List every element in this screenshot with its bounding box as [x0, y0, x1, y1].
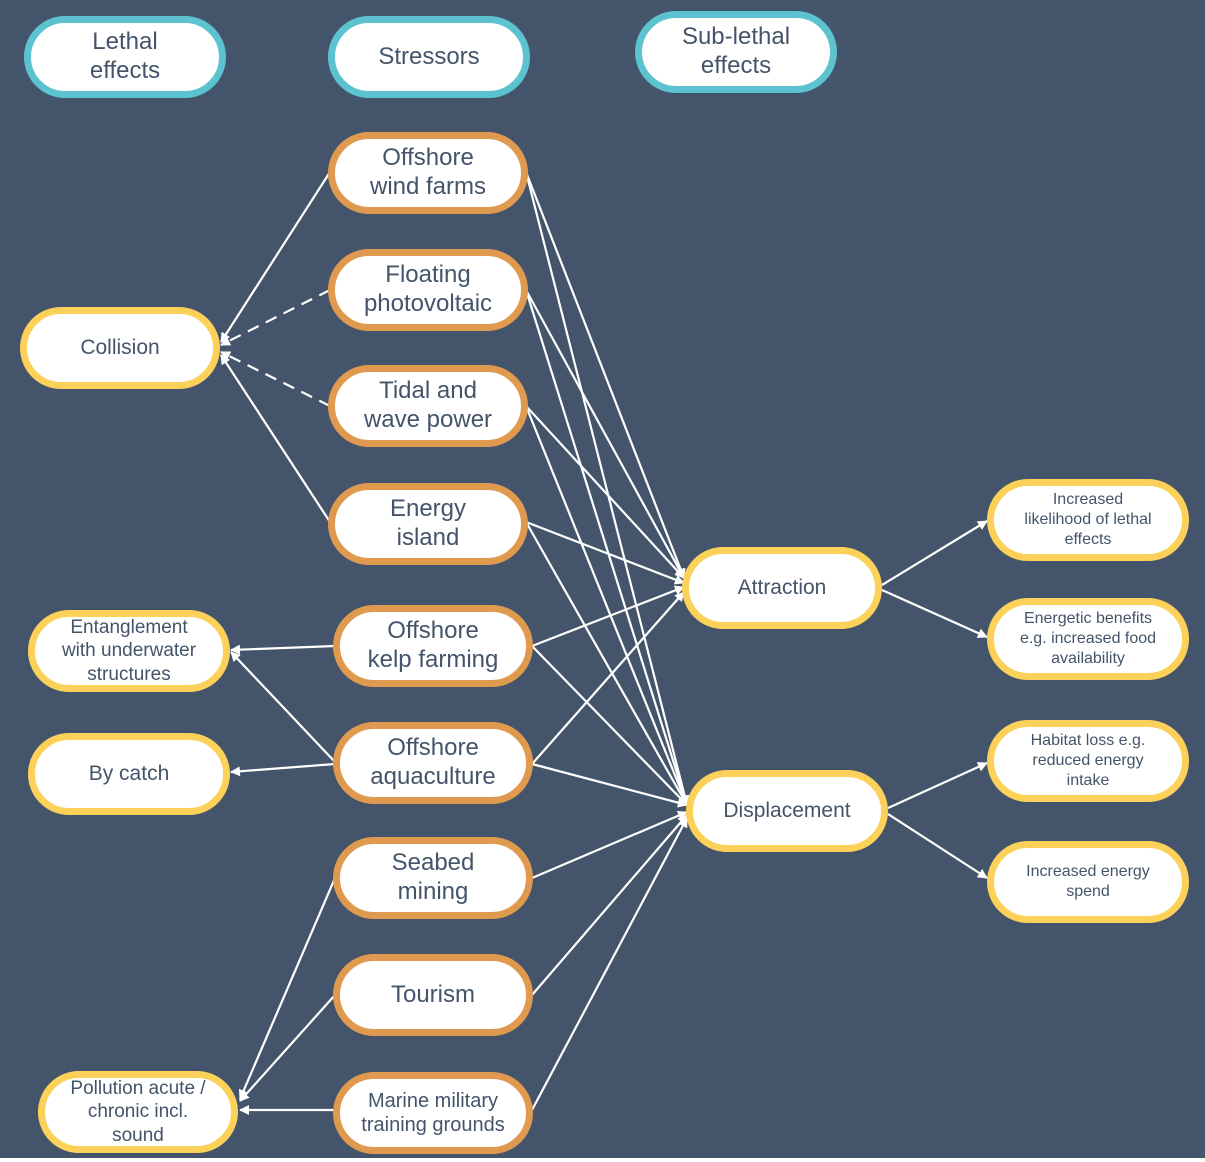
edge-aqua-displacement	[531, 762, 688, 808]
edge-wind-collision	[220, 171, 331, 343]
lethal-pollution-label: Pollution acute /chronic incl.sound	[70, 1078, 206, 1146]
edge-pv-collision	[220, 289, 331, 346]
header-stressors-label: Stressors	[378, 42, 480, 70]
edge-attraction-energetic-benefits	[881, 588, 988, 639]
lethal-pollution: Pollution acute /chronic incl.sound	[38, 1071, 238, 1153]
edge-island-collision	[220, 354, 331, 523]
lethal-bycatch: By catch	[28, 733, 230, 815]
header-stressors: Stressors	[328, 16, 530, 98]
edge-island-attraction	[525, 520, 685, 585]
edge-aqua-entanglement	[230, 651, 336, 763]
stressor-tourism: Tourism	[333, 954, 533, 1036]
edge-mining-displacement	[531, 810, 688, 880]
edge-tidal-attraction	[525, 405, 685, 579]
edge-wind-displacement	[524, 171, 690, 806]
edge-tourism-pollution	[239, 994, 336, 1102]
edge-kelp-entanglement	[230, 644, 336, 655]
lethal-bycatch-label: By catch	[88, 762, 170, 786]
edge-tidal-collision	[220, 351, 331, 407]
sublethal-displacement-label: Displacement	[723, 799, 851, 823]
sublethal-attraction: Attraction	[682, 547, 882, 629]
edge-kelp-displacement	[531, 645, 688, 806]
edge-attraction-lethal-likelihood	[881, 520, 988, 586]
edge-displacement-habitat-loss	[887, 761, 988, 810]
edge-mining-pollution	[238, 877, 337, 1100]
sublethal-displacement: Displacement	[686, 770, 888, 852]
lethal-collision: Collision	[20, 307, 220, 389]
stressor-tourism-label: Tourism	[390, 980, 475, 1008]
lethal-collision-label: Collision	[80, 336, 160, 360]
edge-military-displacement	[531, 817, 688, 1111]
edge-kelp-attraction	[531, 585, 685, 648]
edge-aqua-bycatch	[230, 762, 336, 777]
edge-wind-attraction	[524, 171, 686, 579]
edge-tidal-displacement	[524, 405, 689, 806]
edge-pv-displacement	[524, 289, 690, 806]
edge-tourism-displacement	[531, 814, 688, 996]
edge-displacement-energy-spend	[887, 813, 988, 879]
edge-island-displacement	[525, 521, 688, 806]
sublethal-attraction-label: Attraction	[737, 576, 827, 600]
edge-pv-attraction	[525, 289, 685, 579]
edge-aqua-attraction	[531, 591, 685, 765]
